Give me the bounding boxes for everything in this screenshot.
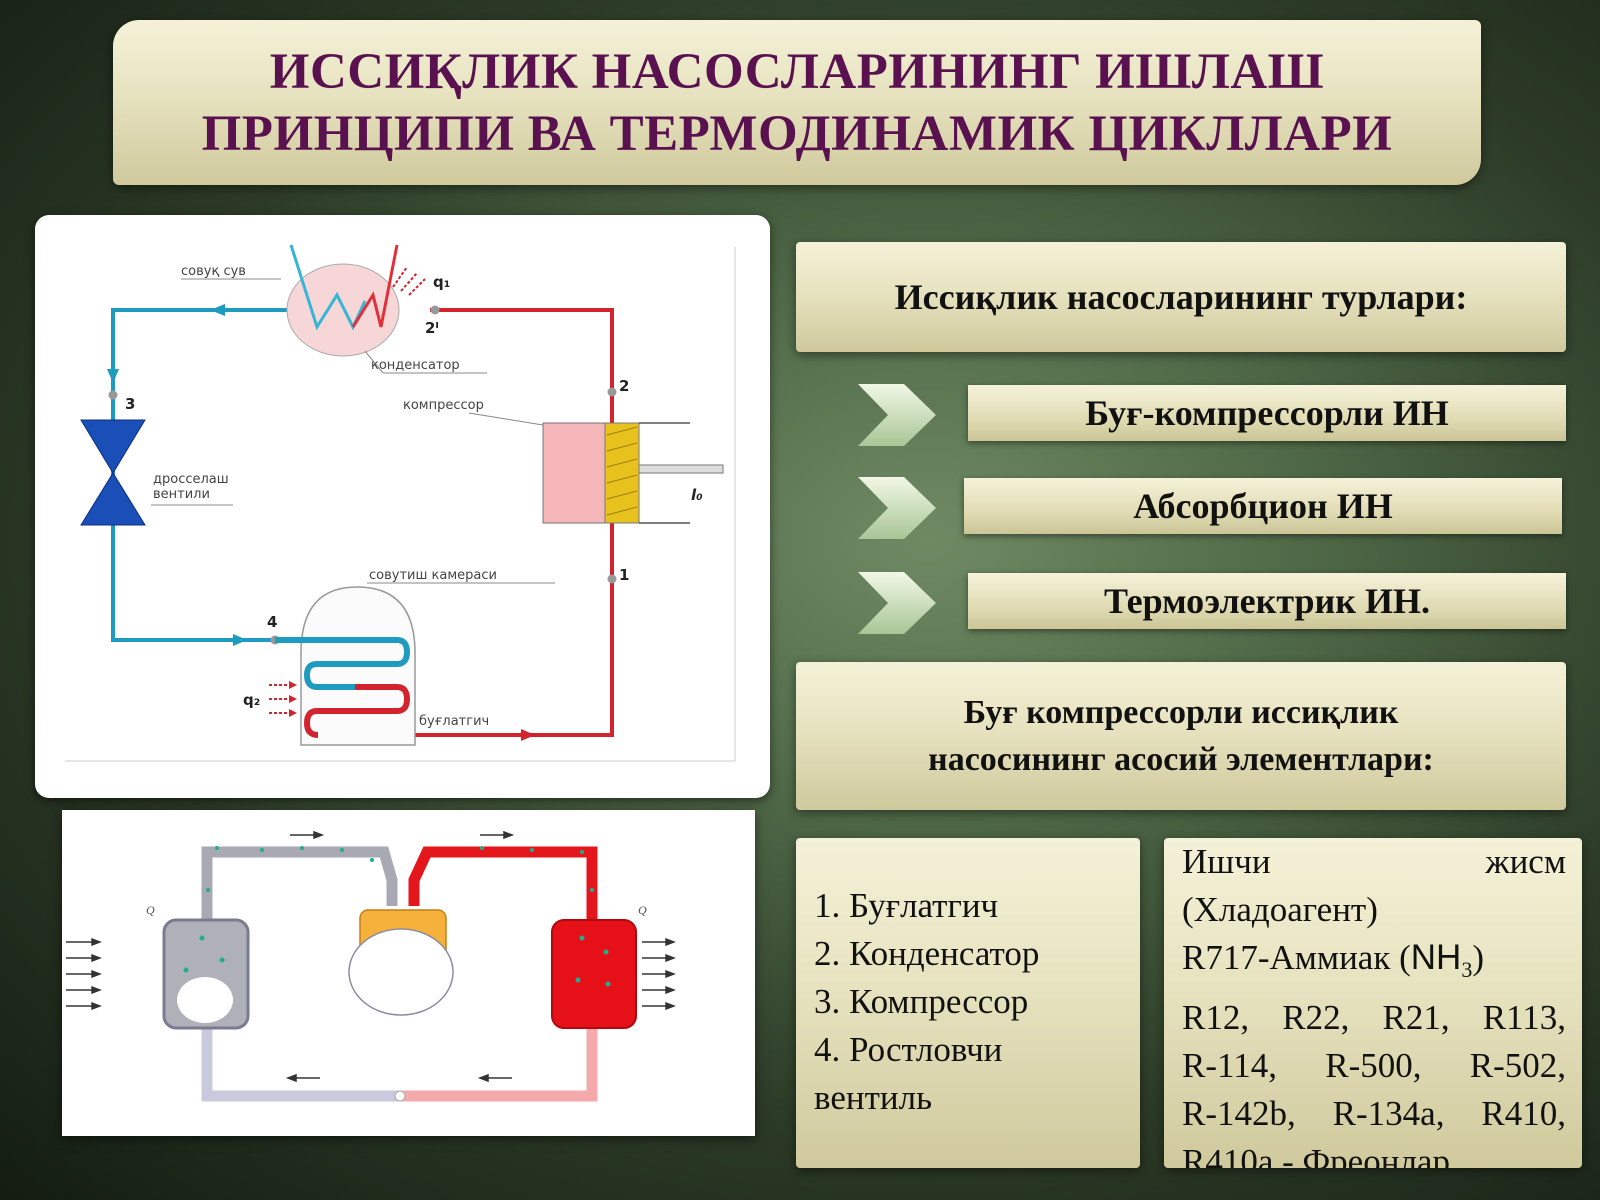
fluid-word: Ишчи: [1182, 842, 1271, 881]
chevron-icon: [858, 477, 936, 539]
fluid-line-6: R-142b, R-134a, R410,: [1182, 1090, 1566, 1138]
schematic-svg: совуқ сув конденсатор q₁ 2ᴵ 2 1 3 4: [65, 244, 736, 762]
hot-flow-arrow: [521, 729, 535, 741]
label-chamber: совутиш камераси: [369, 568, 497, 583]
compressor-body: [348, 928, 454, 1016]
liquid-return-pipe-hot: [402, 1020, 598, 1102]
list-item: 3. Компрессор: [814, 982, 1029, 1021]
label-point-2prime: 2ᴵ: [425, 319, 439, 337]
title-banner: ИССИҚЛИК НАСОСЛАРИНИНГ ИШЛАШ ПРИНЦИПИ ВА…: [113, 20, 1481, 185]
type-item-label: Термоэлектрик ИН.: [1103, 581, 1431, 621]
cycle-svg: Q Q: [66, 830, 676, 1102]
working-fluid-box: Ишчи жисм (Хладоагент) R717-Аммиак (NH3)…: [1164, 838, 1582, 1168]
types-header: Иссиқлик насосларининг турлари:: [796, 242, 1566, 352]
label-l0: l₀: [691, 486, 703, 504]
refrigerant-code: R-142b,: [1182, 1094, 1296, 1133]
refrigerant-code: R-114,: [1182, 1046, 1277, 1085]
chevron-icon: [858, 572, 936, 634]
cold-flow-arrow-top: [210, 304, 225, 316]
refrigerant-code: R12,: [1182, 998, 1250, 1037]
expansion-valve: [80, 419, 146, 526]
label-evaporator: буғлатгич: [419, 714, 489, 729]
title-line-2: ПРИНЦИПИ ВА ТЕРМОДИНАМИК ЦИКЛЛАРИ: [201, 105, 1393, 162]
evaporator-port: [177, 977, 233, 1023]
hot-discharge-pipe: [408, 846, 598, 920]
elements-header: Буғ компрессорли иссиқлик насосининг асо…: [796, 662, 1566, 810]
condenser-block: [551, 919, 637, 1029]
refrigerant-code: R113,: [1482, 998, 1566, 1037]
fluid-line-2: (Хладоагент): [1182, 890, 1378, 929]
list-item: 4. Ростловчи: [814, 1030, 1003, 1069]
refrigerant-code: R21,: [1382, 998, 1450, 1037]
warm-water-line: [351, 244, 399, 328]
flow-arrows: [285, 830, 515, 1083]
ammonia-suffix: ): [1472, 938, 1484, 977]
list-item: 1. Буғлатгич: [814, 886, 999, 925]
refrigerant-code: R22,: [1282, 998, 1350, 1037]
label-q1: q₁: [433, 273, 450, 291]
point-1-marker: [607, 574, 617, 584]
elements-header-line-2: насосининг асосий элементлари:: [928, 741, 1434, 778]
refrigerant-code: R-134a,: [1332, 1094, 1445, 1133]
type-item-label: Абсорбцион ИН: [1133, 486, 1393, 526]
fluid-line-5: R-114, R-500, R-502,: [1182, 1042, 1566, 1090]
type-item-absorption: Абсорбцион ИН: [964, 478, 1562, 534]
refrigerant-code: R-500,: [1325, 1046, 1422, 1085]
cold-flow-arrow-left: [107, 369, 119, 383]
label-valve-line-1: дросселаш: [153, 472, 229, 487]
elements-header-line-1: Буғ компрессорли иссиқлик: [963, 694, 1399, 731]
label-q2: q₂: [243, 691, 260, 709]
elements-list: 1. Буғлатгич 2. Конденсатор 3. Компрессо…: [796, 838, 1140, 1168]
fluid-line-4: R12, R22, R21, R113,: [1182, 994, 1566, 1042]
simplified-cycle-diagram: Q Q: [62, 810, 755, 1136]
fluid-line-ammonia: R717-Аммиак (NH3): [1182, 934, 1566, 994]
label-cold-water: совуқ сув: [181, 264, 246, 279]
q1-heat-arrows: [392, 266, 426, 296]
vapor-compression-schematic: совуқ сув конденсатор q₁ 2ᴵ 2 1 3 4: [35, 215, 770, 798]
piston-rod: [638, 464, 724, 474]
chevron-icon: [858, 384, 936, 446]
refrigerant-code: R410,: [1481, 1094, 1566, 1133]
label-point-1: 1: [619, 566, 629, 584]
type-item-vapor-compression: Буғ-компрессорли ИН: [968, 385, 1566, 441]
title-line-1: ИССИҚЛИК НАСОСЛАРИНИНГ ИШЛАШ: [269, 43, 1325, 100]
heat-in-arrows: [66, 937, 102, 1011]
label-condenser: конденсатор: [371, 358, 460, 373]
types-header-text: Иссиқлик насосларининг турлари:: [894, 277, 1468, 317]
point-2prime-marker: [430, 305, 440, 315]
point-3-marker: [108, 390, 118, 400]
evaporator-coil-cold: [275, 637, 411, 690]
list-item: 2. Конденсатор: [814, 934, 1040, 973]
type-item-thermoelectric: Термоэлектрик ИН.: [968, 573, 1566, 629]
cold-flow-arrow-bottom: [233, 634, 247, 646]
point-2-marker: [607, 387, 617, 397]
ammonia-formula: NH: [1410, 938, 1462, 977]
label-compressor: компрессор: [403, 398, 484, 413]
fluid-line-7: R410a - Фреонлар: [1182, 1142, 1450, 1168]
fluid-line-1: Ишчи жисм: [1182, 838, 1566, 886]
label-point-3: 3: [125, 395, 135, 413]
label-q-left: Q: [146, 903, 155, 917]
ammonia-prefix: R717-Аммиак (: [1182, 938, 1411, 977]
liquid-return-pipe-cold: [201, 1020, 402, 1102]
compressor-cylinder: [542, 422, 606, 524]
list-item: вентиль: [814, 1078, 933, 1117]
label-valve-line-2: вентили: [153, 487, 210, 502]
cold-suction-pipe: [201, 846, 398, 920]
refrigerant-code: R-502,: [1469, 1046, 1566, 1085]
label-point-2: 2: [619, 377, 629, 395]
heat-out-arrows: [642, 937, 676, 1011]
label-point-4: 4: [267, 613, 277, 631]
type-item-label: Буғ-компрессорли ИН: [1085, 393, 1449, 433]
fluid-word: жисм: [1485, 842, 1566, 881]
evaporator-coil-hot: [303, 684, 411, 738]
compressor-piston: [604, 422, 640, 524]
label-q-right: Q: [638, 903, 647, 917]
ammonia-subscript: 3: [1461, 957, 1473, 982]
